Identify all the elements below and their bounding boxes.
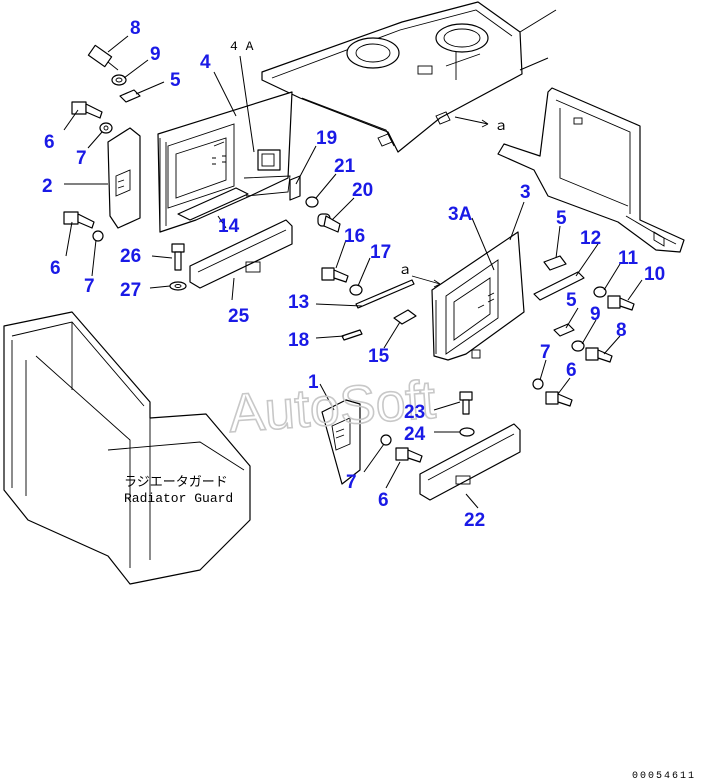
callout-4a: 4 A	[230, 39, 254, 54]
callout-9: 9	[150, 44, 161, 65]
channel-14	[177, 187, 249, 221]
callout-19: 19	[316, 128, 337, 149]
callout-8: 8	[130, 18, 141, 39]
callout-15: 15	[368, 346, 390, 367]
callout-12: 12	[580, 228, 601, 249]
callout-22: 22	[464, 510, 485, 531]
callout-23: 23	[404, 402, 425, 423]
callout-20: 20	[352, 180, 373, 201]
left-bracket-2	[107, 127, 141, 229]
right-support-frame	[497, 87, 685, 253]
callout-16: 16	[344, 226, 365, 247]
callout-14: 14	[218, 216, 240, 237]
top-cover-plate: ａ	[261, 1, 557, 153]
callout-5-right-mid: 5	[566, 290, 577, 311]
callout-2: 2	[42, 176, 53, 197]
callout-4: 4	[200, 52, 211, 73]
svg-text:ａ: ａ	[398, 262, 412, 278]
callout-25: 25	[228, 306, 250, 327]
bolt-8-left	[87, 44, 119, 71]
right-bracket-1	[321, 399, 361, 485]
callout-11: 11	[618, 248, 639, 269]
callout-6-bottom: 6	[378, 490, 389, 511]
callout-6-lower: 6	[50, 258, 61, 279]
radiator-guard: ラジエータガード Radiator Guard	[3, 311, 251, 585]
left-side-panel-4	[157, 91, 293, 233]
callout-17: 17	[370, 242, 391, 263]
callout-10: 10	[644, 264, 665, 285]
callout-numbers: 8 9 5 4 4 A 6 7 2 6 7 26 27 14 25 19 21 …	[42, 18, 665, 531]
guard-label-en: Radiator Guard	[124, 491, 233, 506]
callout-6-right: 6	[566, 360, 577, 381]
callout-27: 27	[120, 280, 141, 301]
leader-lines	[63, 35, 643, 509]
reference-code: 00054611	[632, 771, 696, 782]
right-side-panel-3	[431, 231, 525, 361]
lower-plate-22	[419, 423, 521, 501]
callout-7-bottom: 7	[346, 472, 357, 493]
callout-1: 1	[308, 372, 319, 393]
callout-5: 5	[170, 70, 181, 91]
callout-9-right: 9	[590, 304, 601, 325]
lower-plate-25	[189, 219, 293, 289]
callout-8-right: 8	[616, 320, 627, 341]
callout-13: 13	[288, 292, 309, 313]
guard-label-jp: ラジエータガード	[124, 475, 228, 490]
callout-21: 21	[334, 156, 356, 177]
svg-text:ａ: ａ	[494, 118, 508, 134]
callout-7-right: 7	[540, 342, 551, 363]
callout-7-lower: 7	[84, 276, 95, 297]
fasteners: ａ	[63, 44, 635, 463]
callout-3a: 3A	[448, 204, 473, 225]
callout-7: 7	[76, 148, 87, 169]
callout-26: 26	[120, 246, 141, 267]
callout-24: 24	[404, 424, 426, 445]
callout-3: 3	[520, 182, 531, 203]
callout-18: 18	[288, 330, 309, 351]
callout-6: 6	[44, 132, 55, 153]
callout-5-right: 5	[556, 208, 567, 229]
